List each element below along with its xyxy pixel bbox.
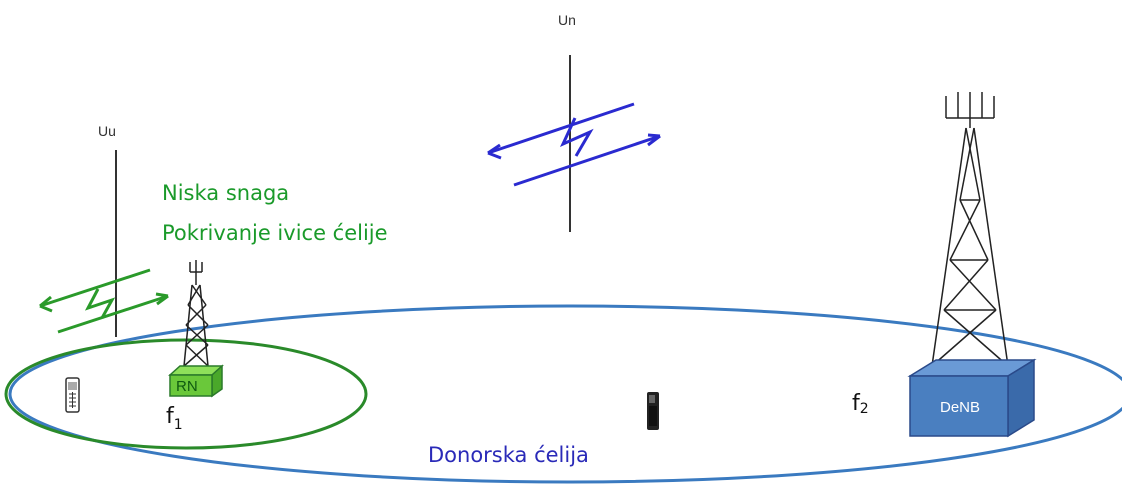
f2-subscript: 2 <box>860 401 869 417</box>
uu-wireless-link-icon <box>39 268 169 334</box>
f2-base: f <box>852 391 861 416</box>
relay-node-label: RN <box>176 378 198 395</box>
f1-base: f <box>166 404 175 429</box>
uu-label: Uu <box>98 123 116 139</box>
relay-node-box <box>168 364 224 398</box>
donor-tower-icon <box>931 92 1009 367</box>
cell-edge-coverage-label: Pokrivanje ivice ćelije <box>162 221 388 245</box>
phone-center-icon <box>647 392 659 430</box>
f1-subscript: 1 <box>174 417 183 433</box>
f2-label: f2 <box>852 391 869 417</box>
donor-cell-label: Donorska ćelija <box>428 443 589 467</box>
un-wireless-link-icon <box>487 102 661 187</box>
f1-label: f1 <box>166 404 183 433</box>
denb-box <box>907 358 1037 438</box>
low-power-label: Niska snaga <box>162 181 289 205</box>
donor-cell-ellipse <box>8 304 1122 484</box>
denb-label: DeNB <box>940 399 980 416</box>
phone-left-icon <box>65 377 80 413</box>
relay-tower-icon <box>183 260 209 367</box>
un-label: Un <box>558 12 576 28</box>
